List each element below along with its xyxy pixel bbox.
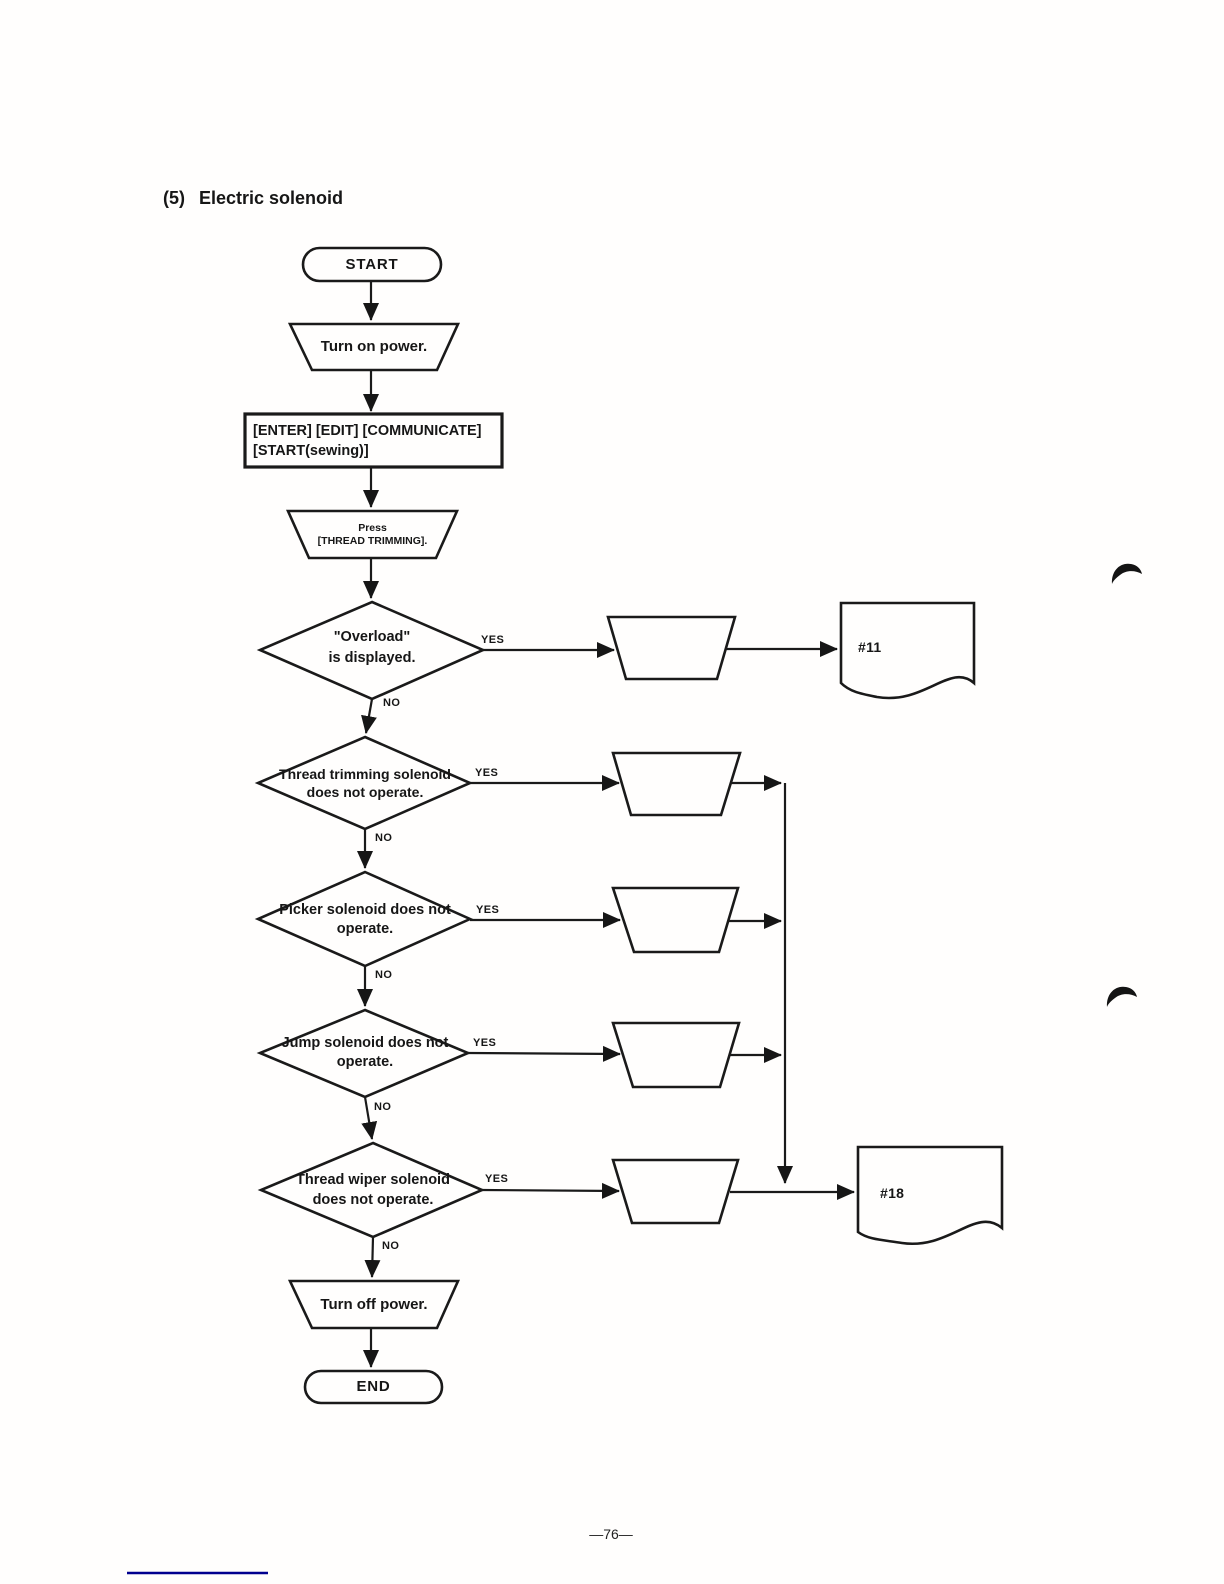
scan-mark-icon bbox=[1106, 986, 1137, 1007]
page-number: —76— bbox=[589, 1526, 633, 1542]
end-label: END bbox=[356, 1378, 391, 1396]
yes-label-4: YES bbox=[473, 1037, 497, 1049]
yes-label-1: YES bbox=[481, 634, 505, 646]
ref-18-label: #18 bbox=[880, 1185, 905, 1201]
arrow-yes-4 bbox=[467, 1045, 621, 1062]
scan-mark-icon bbox=[1111, 563, 1142, 584]
key-sequence-box bbox=[243, 412, 504, 469]
turn-off-power-label: Turn off power. bbox=[320, 1295, 428, 1313]
turn-off-power-trapezoid bbox=[287, 1279, 461, 1330]
document-ref-18 bbox=[856, 1145, 1004, 1246]
action-trapezoid-4 bbox=[611, 1021, 741, 1089]
yes-label-5: YES bbox=[485, 1173, 509, 1185]
section-number: (5) bbox=[163, 188, 185, 208]
arrow-no-1 bbox=[361, 698, 377, 734]
document-ref-11 bbox=[839, 601, 976, 700]
no-label-4: NO bbox=[374, 1101, 392, 1113]
turn-on-power-label: Turn on power. bbox=[320, 338, 428, 356]
action-trapezoid-5 bbox=[611, 1158, 740, 1225]
action-trapezoid-1 bbox=[606, 615, 737, 681]
no-label-2: NO bbox=[375, 832, 393, 844]
ref-11-label: #11 bbox=[858, 639, 882, 655]
no-label-1: NO bbox=[383, 697, 401, 709]
flow-connectors bbox=[357, 281, 855, 1368]
section-title: Electric solenoid bbox=[199, 188, 344, 208]
yes-label-3: YES bbox=[476, 904, 500, 916]
scan-artifacts bbox=[1106, 563, 1142, 1007]
arrow-no-4 bbox=[361, 1096, 378, 1140]
turn-on-power-trapezoid bbox=[287, 322, 461, 372]
press-thread-trimming-trapezoid bbox=[285, 509, 460, 560]
arrow-no-5 bbox=[364, 1236, 381, 1278]
decision-thread-wiper-label: Thread wiper solenoid does not operate. bbox=[296, 1172, 450, 1208]
yes-label-2: YES bbox=[475, 767, 499, 779]
action-trapezoid-2 bbox=[611, 751, 742, 817]
page-title: (5) Electric solenoid bbox=[163, 188, 343, 209]
no-label-3: NO bbox=[375, 969, 393, 981]
press-thread-trimming-label: Press [THREAD TRIMMING]. bbox=[317, 521, 428, 547]
decision-overload-label: "Overload" is displayed. bbox=[328, 629, 416, 666]
decision-thread-trimming-label: Thread trimming solenoid does not operat… bbox=[279, 766, 451, 800]
start-label: START bbox=[345, 255, 399, 273]
no-label-5: NO bbox=[382, 1240, 400, 1252]
decision-picker-label: Picker solenoid does not operate. bbox=[279, 902, 451, 937]
key-sequence-label: [ENTER] [EDIT] [COMMUNICATE] [START(sewi… bbox=[253, 423, 482, 459]
end-terminator bbox=[303, 1369, 444, 1405]
decision-jump-label: Jump solenoid does not operate. bbox=[281, 1035, 449, 1070]
action-trapezoid-3 bbox=[611, 886, 740, 954]
arrow-yes-5 bbox=[481, 1182, 620, 1199]
